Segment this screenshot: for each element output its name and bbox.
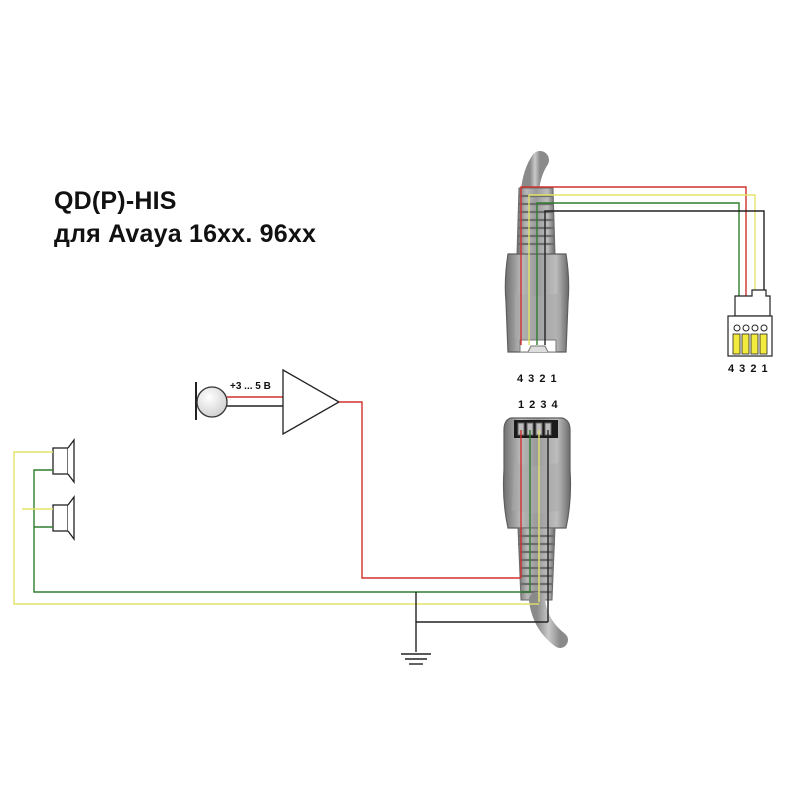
- microphone-icon: [195, 382, 228, 420]
- speaker-icon-lower: [52, 495, 75, 541]
- speaker-icon-upper: [52, 438, 75, 484]
- rj-plug-icon: [727, 289, 773, 357]
- rj-contact-pins: [733, 324, 768, 332]
- rj-plug-pin-label: 4 3 2 1: [728, 363, 769, 375]
- speaker-wires: [13, 451, 539, 605]
- bottom-strain-ribs: [518, 534, 555, 594]
- top-cable: [521, 151, 549, 199]
- top-black-wire: [544, 210, 765, 345]
- top-plug-pin-label: 4 3 2 1: [517, 373, 558, 385]
- ground-icon: [401, 592, 548, 665]
- top-wires: [520, 186, 765, 345]
- amplifier-triangle-icon: [282, 368, 341, 436]
- bottom-strain-relief: [517, 527, 556, 601]
- bottom-connector: [502, 417, 572, 648]
- diagram-subtitle: для Avaya 16xx. 96xx: [54, 220, 317, 248]
- rj-contacts: [732, 333, 768, 355]
- bottom-plug-pin-label: 1 2 3 4: [518, 399, 559, 411]
- diagram-title: QD(P)-HIS: [54, 187, 177, 215]
- mic-voltage-label: +3 ... 5 B: [230, 381, 271, 392]
- bottom-connector-wires: [520, 430, 549, 622]
- top-strain-ribs: [517, 194, 555, 246]
- top-red-wire: [520, 186, 747, 345]
- top-green-wire: [536, 202, 740, 345]
- amp-output-red-wire: [339, 401, 521, 579]
- top-yellow-wire: [528, 194, 756, 345]
